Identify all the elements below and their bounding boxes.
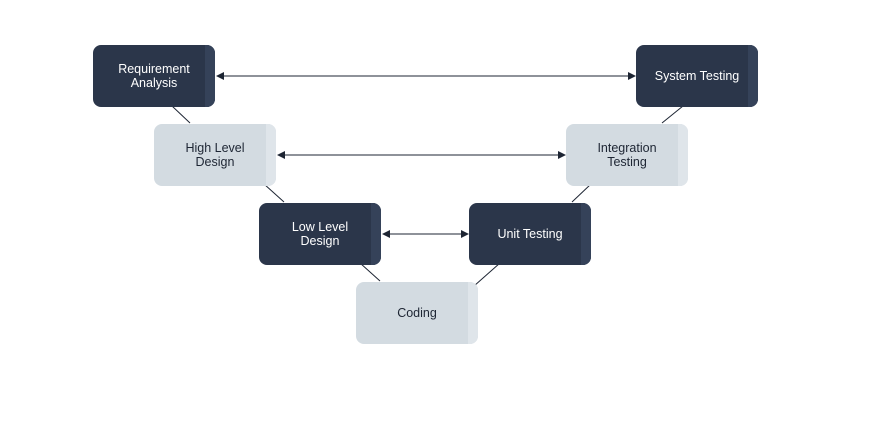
node-label: Requirement Analysis — [118, 62, 190, 90]
v-connector-requirement-highlevel — [171, 105, 191, 124]
node-system-testing: System Testing — [636, 45, 758, 107]
node-stripe — [748, 45, 758, 107]
node-label: System Testing — [654, 69, 740, 83]
node-stripe — [468, 282, 478, 344]
node-stripe — [678, 124, 688, 186]
node-coding: Coding — [356, 282, 478, 344]
v-connector-integration-system — [661, 105, 684, 124]
node-stripe — [266, 124, 276, 186]
v-connector-lowlevel-coding — [359, 262, 381, 282]
node-high-level-design: High Level Design — [154, 124, 276, 186]
node-requirement-analysis: Requirement Analysis — [93, 45, 215, 107]
node-stripe — [371, 203, 381, 265]
node-label: Coding — [397, 306, 437, 320]
node-integration-testing: Integration Testing — [566, 124, 688, 186]
node-stripe — [205, 45, 215, 107]
node-unit-testing: Unit Testing — [469, 203, 591, 265]
node-label: Unit Testing — [497, 227, 563, 241]
node-stripe — [581, 203, 591, 265]
node-label: High Level Design — [185, 141, 245, 169]
node-low-level-design: Low Level Design — [259, 203, 381, 265]
node-label: Low Level Design — [291, 220, 349, 248]
v-connector-highlevel-lowlevel — [263, 183, 285, 203]
v-connector-coding-unit — [473, 262, 501, 287]
v-connector-unit-integration — [571, 183, 592, 203]
node-label: Integration Testing — [597, 141, 657, 169]
